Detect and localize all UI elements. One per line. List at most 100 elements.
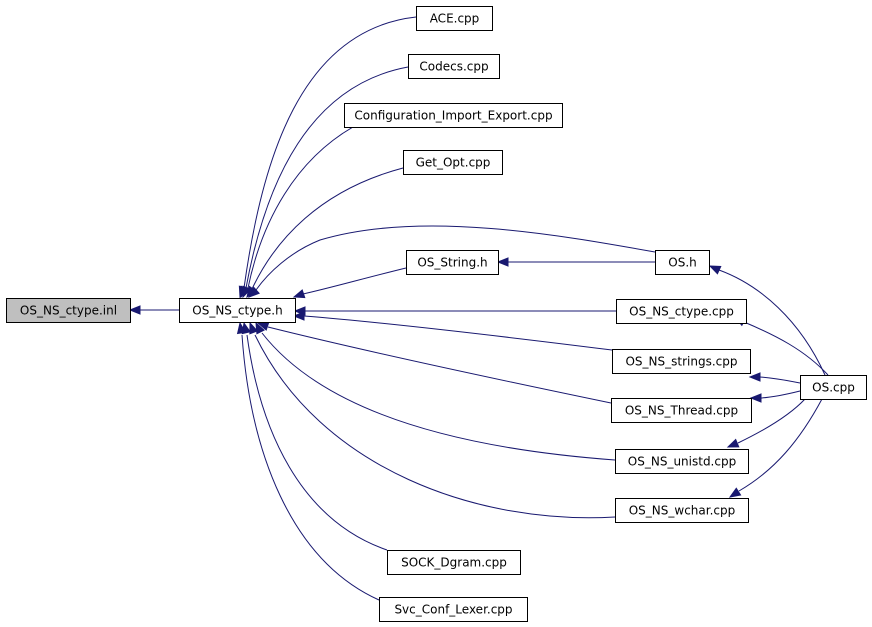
node-label: Svc_Conf_Lexer.cpp: [394, 603, 512, 617]
edge-line: [718, 269, 826, 376]
node-label: OS_NS_ctype.inl: [20, 304, 117, 318]
node-box: [408, 54, 500, 79]
edge-os-h-to-os-string-h: [496, 257, 655, 267]
node-codecs-cpp[interactable]: Codecs.cpp: [408, 54, 500, 79]
edge-os-ns-strings-cpp-to-os-ns-ctype-h: [292, 311, 613, 351]
node-box: [615, 449, 749, 474]
edge-line: [743, 321, 829, 376]
edge-get-opt-cpp-to-os-ns-ctype-h: [246, 167, 404, 299]
edge-line: [241, 334, 380, 601]
node-get-opt-cpp[interactable]: Get_Opt.cpp: [403, 150, 503, 175]
edge-os-cpp-to-os-ns-wchar-cpp: [728, 398, 823, 498]
arrow-head-icon: [726, 438, 740, 448]
arrow-head-icon: [249, 321, 259, 335]
edge-line: [737, 398, 806, 444]
edge-config-cpp-to-os-ns-ctype-h: [242, 126, 354, 299]
node-os-cpp[interactable]: OS.cpp: [800, 375, 867, 400]
edge-line: [261, 332, 616, 461]
edge-ace-cpp-to-os-ns-ctype-h: [238, 16, 417, 299]
arrow-head-icon: [128, 305, 141, 315]
node-label: OS.cpp: [812, 381, 855, 395]
node-label: Get_Opt.cpp: [416, 156, 491, 170]
edge-line: [759, 376, 801, 384]
arrow-head-icon: [247, 286, 260, 298]
edge-os-cpp-to-os-ns-unistd-cpp: [726, 398, 806, 448]
edge-line: [267, 326, 612, 404]
edge-line: [760, 390, 801, 399]
node-os-ns-unistd-cpp[interactable]: OS_NS_unistd.cpp: [615, 449, 749, 474]
node-label: OS_NS_unistd.cpp: [628, 455, 736, 469]
node-box: [416, 6, 493, 31]
edge-line: [247, 126, 354, 289]
graph-nodes: OS_NS_ctype.inl OS_NS_ctype.h ACE.cppCodec…: [6, 6, 867, 622]
node-label: Codecs.cpp: [419, 60, 488, 74]
node-box: [611, 398, 752, 423]
node-box: [403, 150, 503, 175]
node-label: OS_NS_strings.cpp: [625, 355, 737, 369]
node-box: [406, 250, 499, 275]
node-box: [616, 299, 747, 324]
arrow-head-icon: [496, 257, 509, 267]
edge-sock-dgram-cpp-to-os-ns-ctype-h: [241, 321, 388, 551]
edge-line: [738, 398, 823, 492]
node-box: [615, 498, 749, 523]
node-config-cpp[interactable]: Configuration_Import_Export.cpp: [344, 103, 563, 128]
edge-line: [255, 225, 656, 291]
edge-os-h-to-os-ns-ctype-h: [247, 225, 656, 298]
edge-line: [246, 334, 388, 551]
edge-line: [245, 66, 409, 289]
node-svc-conf-lexer-cpp[interactable]: Svc_Conf_Lexer.cpp: [379, 597, 528, 622]
node-os-ns-ctype-inl: OS_NS_ctype.inl: [6, 298, 131, 323]
node-os-ns-ctype-cpp[interactable]: OS_NS_ctype.cpp: [616, 299, 747, 324]
edge-os-cpp-to-os-ns-thread-cpp: [749, 390, 801, 403]
node-box: [612, 349, 751, 374]
edge-line: [303, 315, 613, 351]
node-os-ns-ctype-h[interactable]: OS_NS_ctype.h: [179, 298, 296, 323]
node-os-ns-thread-cpp[interactable]: OS_NS_Thread.cpp: [611, 398, 752, 423]
node-box: [6, 298, 131, 323]
node-label: ACE.cpp: [430, 12, 480, 26]
edge-line: [254, 334, 616, 519]
edge-os-cpp-to-os-ns-strings-cpp: [748, 372, 801, 384]
arrow-head-icon: [236, 321, 247, 335]
node-label: OS_NS_ctype.h: [192, 304, 282, 318]
edge-os-string-h-to-os-ns-ctype-h: [292, 267, 407, 299]
node-label: SOCK_Dgram.cpp: [401, 556, 507, 570]
arrow-head-icon: [728, 487, 742, 498]
arrow-head-icon: [292, 289, 306, 299]
node-sock-dgram-cpp[interactable]: SOCK_Dgram.cpp: [387, 550, 521, 575]
edge-line: [302, 267, 407, 295]
arrow-head-icon: [748, 372, 761, 382]
edge-line: [251, 167, 404, 290]
arrow-head-icon: [708, 265, 722, 275]
node-label: Configuration_Import_Export.cpp: [354, 109, 552, 123]
node-label: OS_NS_ctype.cpp: [629, 305, 734, 319]
node-ace-cpp[interactable]: ACE.cpp: [416, 6, 493, 31]
edge-os-ns-ctype-h-to-os-ns-ctype-inl: [128, 305, 179, 315]
edge-line: [243, 16, 417, 289]
edge-os-ns-ctype-cpp-to-os-ns-ctype-h: [293, 306, 616, 316]
node-os-ns-strings-cpp[interactable]: OS_NS_strings.cpp: [612, 349, 751, 374]
edge-codecs-cpp-to-os-ns-ctype-h: [240, 66, 409, 299]
edge-os-cpp-to-os-h: [708, 265, 826, 376]
node-os-h[interactable]: OS.h: [655, 250, 710, 275]
node-label: OS.h: [668, 256, 696, 270]
arrow-head-icon: [292, 311, 305, 321]
node-box: [379, 597, 528, 622]
edge-os-ns-thread-cpp-to-os-ns-ctype-h: [256, 321, 612, 404]
node-box: [800, 375, 867, 400]
edge-svc-conf-lexer-cpp-to-os-ns-ctype-h: [236, 321, 380, 601]
node-label: OS_NS_Thread.cpp: [625, 404, 738, 418]
node-os-string-h[interactable]: OS_String.h: [406, 250, 499, 275]
node-box: [655, 250, 710, 275]
node-label: OS_NS_wchar.cpp: [629, 504, 736, 518]
edge-os-ns-wchar-cpp-to-os-ns-ctype-h: [249, 321, 616, 519]
node-box: [387, 550, 521, 575]
graph-edges: [128, 16, 829, 601]
node-label: OS_String.h: [417, 256, 487, 270]
node-box: [344, 103, 563, 128]
arrow-head-icon: [749, 393, 762, 403]
node-os-ns-wchar-cpp[interactable]: OS_NS_wchar.cpp: [615, 498, 749, 523]
node-box: [179, 298, 296, 323]
